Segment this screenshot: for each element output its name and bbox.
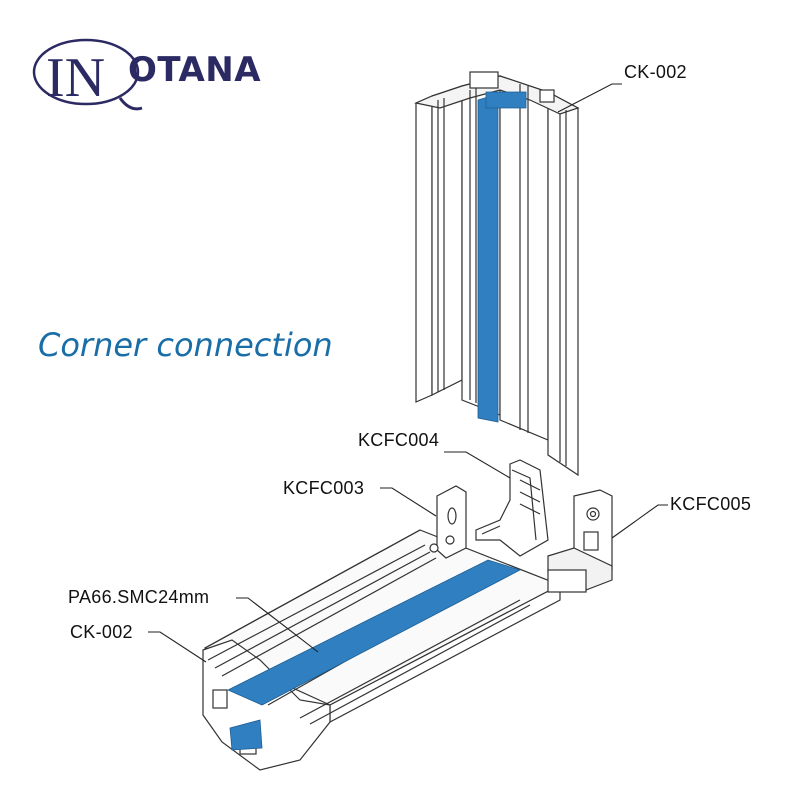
leader-pa66 <box>236 597 319 653</box>
leader-kcfc005 <box>611 504 668 539</box>
callout-kcfc004: KCFC004 <box>358 430 440 450</box>
brand-logo: IN OTANA <box>28 28 318 118</box>
kcfc004-cleat <box>475 459 549 557</box>
diagram-title: Corner connection <box>38 326 333 364</box>
callout-ck-002-top: CK-002 <box>624 62 687 82</box>
kcfc005-block <box>547 489 613 593</box>
vertical-insulation-strip <box>477 91 527 423</box>
logo-mark-letters: IN <box>46 47 105 109</box>
logo-wordmark: OTANA <box>128 50 262 90</box>
callout-ck-002-bottom: CK-002 <box>70 622 133 642</box>
logo-mark-icon: IN <box>32 38 143 111</box>
callout-kcfc003: KCFC003 <box>283 478 365 498</box>
callout-kcfc005: KCFC005 <box>670 494 752 514</box>
kcfc003-bracket <box>429 485 467 559</box>
leader-ck-top <box>557 83 622 113</box>
leader-kcfc004 <box>444 451 511 479</box>
leader-lines <box>148 83 668 663</box>
horizontal-insulation-strip <box>227 559 522 751</box>
callout-pa66-smc24mm: PA66.SMC24mm <box>68 587 210 607</box>
leader-kcfc003 <box>380 487 437 517</box>
leader-ck-bottom <box>148 631 207 663</box>
